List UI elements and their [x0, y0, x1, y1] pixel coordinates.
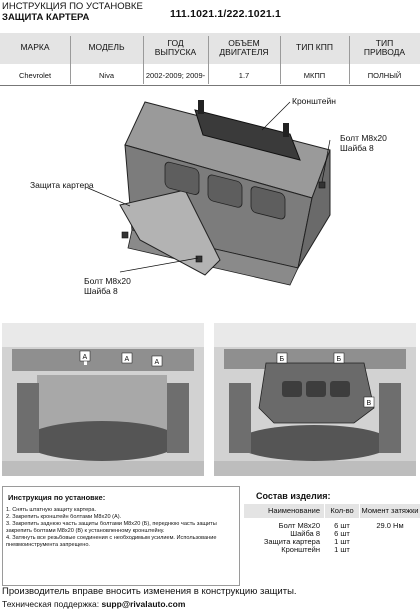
bracket-mount [198, 100, 204, 114]
spec-value-year: 2002-2009; 2009- [145, 71, 206, 80]
spec-value-drive: ПОЛНЫЙ [367, 71, 402, 80]
spec-bottom-line [0, 85, 420, 86]
spec-header-gearbox: ТИП КПП [296, 42, 333, 52]
article-code: 111.1021.1/222.1021.1 [170, 8, 282, 20]
bracket-mount [283, 123, 289, 137]
mount-point-label: A A A [79, 350, 163, 367]
instruction-step: 2. Закрепить кронштейн болтами М8х20 (А)… [6, 514, 122, 520]
spec-header-model: МОДЕЛЬ [88, 42, 125, 52]
spec-value-model: Niva [98, 71, 114, 80]
guard-vent [164, 161, 200, 195]
kit-header-torque: Момент затяжки [360, 504, 420, 518]
exploded-view-illustration [87, 100, 331, 286]
instruction-step: закрепить болтами М8х20 (В) к установлен… [6, 528, 165, 534]
leader-guard [87, 187, 131, 207]
leader-bracket [261, 101, 291, 131]
svg-text:Б: Б [337, 356, 342, 363]
spec-value-gearbox: МКПП [303, 71, 326, 80]
kit-header-qty: Кол-во [325, 504, 359, 518]
support-line: Техническая поддержка: supp@rivalauto.co… [2, 599, 185, 609]
guard-vent [207, 174, 243, 208]
kit-item-qty: 6 шт [334, 521, 350, 530]
instruction-step: пневмоинструмента запрещено. [6, 542, 90, 548]
installation-instructions: Инструкция по установке: 1. Снять штатну… [2, 486, 240, 586]
support-email[interactable]: supp@rivalauto.com [101, 599, 186, 609]
spec-separator [70, 36, 71, 84]
photo-after-install: Б Б В [214, 323, 416, 476]
kit-item-name: Кронштейн [281, 545, 320, 554]
spec-header-make: МАРКА [20, 42, 50, 52]
svg-text:A: A [155, 359, 160, 366]
guard-vent [250, 186, 286, 220]
instruction-step: 4. Затянуть все резьбовые соединения с н… [6, 535, 217, 541]
instructions-title: Инструкция по установке: [8, 493, 106, 502]
spec-separator [349, 36, 350, 84]
guard-side-face [297, 149, 331, 269]
kit-header-name: Наименование [244, 504, 324, 518]
kit-item-name: Шайба 8 [290, 529, 320, 538]
bracket-part [194, 109, 301, 161]
spec-separator [280, 36, 281, 84]
kit-item-qty: 6 шт [334, 529, 350, 538]
svg-text:A: A [125, 356, 130, 363]
instruction-step: 3. Закрепить заднюю часть защиты болтами… [6, 521, 217, 527]
manufacturer-notice: Производитель вправе вносить изменения в… [2, 586, 297, 597]
support-label: Техническая поддержка: [2, 599, 102, 609]
spec-value-engine: 1.7 [238, 71, 250, 80]
kit-item-name: Защита картера [263, 537, 320, 546]
kit-item-name: Болт М8х20 [278, 521, 320, 530]
leader-bolt-bottom [119, 257, 199, 273]
svg-text:Б: Б [280, 356, 285, 363]
spec-separator [143, 36, 144, 84]
callout-guard: Защита картера [30, 180, 94, 190]
guard-skid-plate [119, 189, 221, 276]
doc-title: ИНСТРУКЦИЯ ПО УСТАНОВКЕ [2, 1, 143, 12]
callout-bracket: Кронштейн [292, 96, 336, 106]
bolt-top [121, 181, 326, 263]
kit-item-qty: 1 шт [334, 545, 350, 554]
kit-item-torque: 29.0 Нм [376, 521, 404, 530]
instruction-step: 1. Снять штатную защиту картера. [6, 507, 97, 513]
spec-value-make: Chevrolet [18, 71, 52, 80]
document-header: ИНСТРУКЦИЯ ПО УСТАНОВКЕ ЗАЩИТА КАРТЕРА [2, 1, 172, 23]
callout-bolt-bottom: Болт М8х20 Шайба 8 [84, 276, 131, 296]
spec-separator [208, 36, 209, 84]
callout-bolt-top: Болт М8х20 Шайба 8 [340, 133, 387, 153]
leader-bolt-top [321, 139, 331, 183]
kit-title: Состав изделия: [256, 491, 331, 501]
svg-text:A: A [83, 354, 88, 361]
mount-point-label: Б Б В [276, 352, 375, 408]
kit-item-qty: 1 шт [334, 537, 350, 546]
svg-text:В: В [367, 400, 372, 407]
product-title: ЗАЩИТА КАРТЕРА [2, 12, 90, 23]
photo-before-install: A A A [2, 323, 204, 476]
